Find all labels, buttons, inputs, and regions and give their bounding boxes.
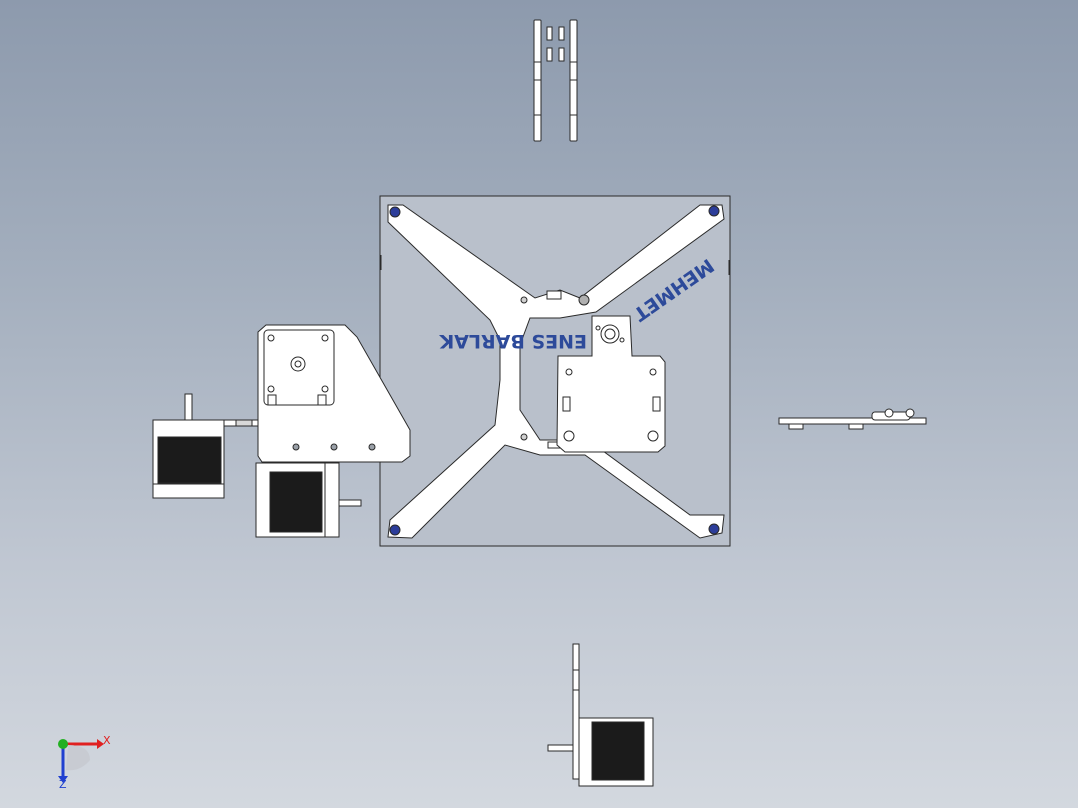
carriage-hole xyxy=(520,433,528,441)
bracket-hole xyxy=(330,443,338,451)
plate-slot xyxy=(562,396,571,412)
motor-screw xyxy=(321,334,329,342)
motor-body xyxy=(157,436,222,484)
x-motor-bracket[interactable] xyxy=(257,324,411,463)
connector-tab xyxy=(317,394,327,406)
bracket-slot xyxy=(546,26,553,41)
bracket-hole xyxy=(292,443,300,451)
motor-screw xyxy=(267,385,275,393)
motor-shaft xyxy=(294,360,302,368)
mount-foot xyxy=(848,423,864,430)
mount-plate-body xyxy=(556,315,666,453)
triad-x-arrow xyxy=(97,739,104,749)
y-motor-mount-plate[interactable] xyxy=(556,315,666,453)
motor-bracket-plate xyxy=(572,643,580,780)
lower-stepper-motor[interactable] xyxy=(255,462,362,538)
mount-screw xyxy=(708,523,720,535)
y-axis-bracket-pair[interactable] xyxy=(533,19,578,142)
carriage-slot xyxy=(546,290,562,300)
bracket-slot xyxy=(558,47,565,62)
idler-bolt xyxy=(905,408,915,418)
mount-foot xyxy=(788,423,804,430)
idler-bolt xyxy=(884,408,894,418)
plate-hole xyxy=(595,325,601,331)
triad-x-label: X xyxy=(103,734,111,747)
plate-hole xyxy=(619,337,625,343)
plate-hole xyxy=(647,430,659,442)
plate-slot xyxy=(652,396,661,412)
mount-screw xyxy=(389,524,401,536)
motor-shaft xyxy=(547,744,574,752)
motor-screw xyxy=(267,334,275,342)
bracket-slot xyxy=(558,26,565,41)
motor-body xyxy=(269,471,323,533)
left-stepper-motor[interactable] xyxy=(152,393,259,499)
connector-tab xyxy=(267,394,277,406)
motor-shaft xyxy=(338,499,362,507)
mount-screw xyxy=(708,205,720,217)
bottom-stepper-motor[interactable] xyxy=(547,643,654,787)
idler-bore xyxy=(604,328,616,340)
plate-hole xyxy=(563,430,575,442)
plate-hole xyxy=(565,368,573,376)
triad-shadow xyxy=(66,745,90,771)
plate-hole xyxy=(649,368,657,376)
motor-body xyxy=(591,721,645,781)
carriage-hole xyxy=(520,296,528,304)
triad-y-axis xyxy=(58,739,68,749)
y-carriage-frame[interactable] xyxy=(387,204,725,539)
mount-boss xyxy=(235,419,253,427)
carriage-plate xyxy=(387,204,725,539)
engraving-text-line2: ENES BARLAK xyxy=(438,330,587,352)
carriage-hole xyxy=(578,294,590,306)
triad-z-arrow xyxy=(58,776,68,783)
triad-z-label: Z xyxy=(59,778,67,791)
orientation-triad[interactable]: X Z xyxy=(58,734,111,791)
bracket-hole xyxy=(368,443,376,451)
bracket-slot xyxy=(546,47,553,62)
motor-screw xyxy=(321,385,329,393)
mount-screw xyxy=(389,206,401,218)
motor-shaft xyxy=(184,393,193,423)
x-idler-bracket[interactable] xyxy=(778,408,927,430)
